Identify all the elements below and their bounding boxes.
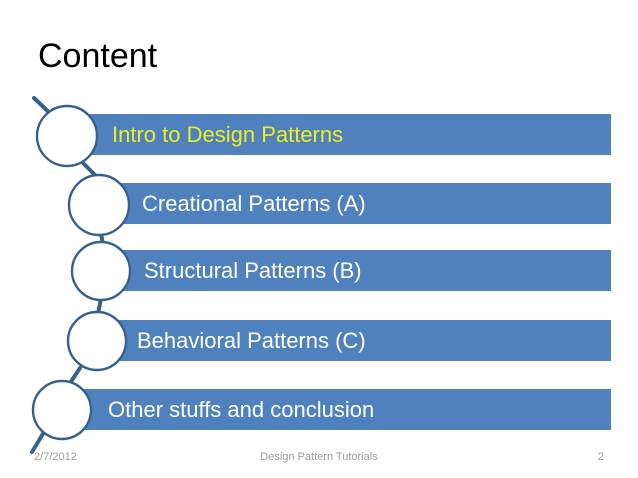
footer-date: 2/7/2012 xyxy=(34,451,77,463)
content-bar-label-4: Behavioral Patterns (C) xyxy=(137,327,366,353)
chain-circles xyxy=(31,104,132,441)
content-bar-3[interactable]: Structural Patterns (B) xyxy=(118,250,611,291)
content-bar-4[interactable]: Behavioral Patterns (C) xyxy=(113,320,611,361)
chain-circle-3[interactable] xyxy=(70,240,132,302)
chain-circle-4[interactable] xyxy=(66,310,128,372)
content-bar-label-3: Structural Patterns (B) xyxy=(144,257,362,283)
chain-circle-1[interactable] xyxy=(35,104,99,168)
content-bar-label-2: Creational Patterns (A) xyxy=(142,190,366,216)
content-bar-label-1: Intro to Design Patterns xyxy=(112,121,344,147)
page-title: Content xyxy=(38,37,158,75)
footer-title: Design Pattern Tutorials xyxy=(260,451,378,463)
footer-page-number: 2 xyxy=(597,451,604,463)
connector-line-bottom xyxy=(30,430,46,454)
content-bar-5[interactable]: Other stuffs and conclusion xyxy=(83,389,611,430)
slide-footer: 2/7/2012 Design Pattern Tutorials 2 xyxy=(0,448,638,466)
chain-circle-2[interactable] xyxy=(67,173,131,237)
content-bar-2[interactable]: Creational Patterns (A) xyxy=(118,183,611,224)
content-bar-1[interactable]: Intro to Design Patterns xyxy=(88,114,611,155)
content-bar-label-5: Other stuffs and conclusion xyxy=(108,396,375,422)
chain-circle-5[interactable] xyxy=(31,379,93,441)
